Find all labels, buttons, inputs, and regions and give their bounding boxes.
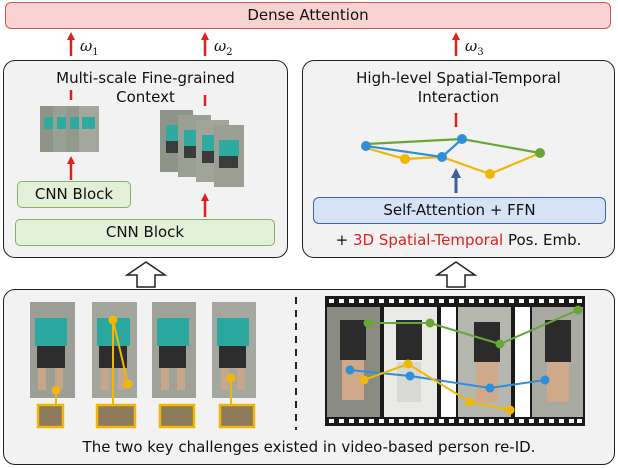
right-title-line1: High-level Spatial-Temporal	[356, 69, 561, 87]
self-attention-label: Self-Attention + FFN	[383, 201, 536, 219]
pos-emb-plus: +	[335, 231, 353, 249]
right-panel-title: High-level Spatial-Temporal Interaction	[302, 69, 615, 107]
left-title-line2: Context	[116, 88, 175, 106]
small-frame-stack	[40, 106, 99, 152]
omega-3-subscript: 3	[477, 47, 484, 58]
film-strip	[325, 296, 585, 426]
cnn-block-large: CNN Block	[15, 219, 275, 246]
pos-emb-rest: Pos. Emb.	[503, 231, 582, 249]
node-yellow-1	[400, 154, 410, 164]
self-attention-ffn-box: Self-Attention + FFN	[313, 197, 606, 224]
node-blue-3	[457, 134, 467, 144]
spatial-temporal-panel	[302, 60, 615, 258]
omega-3-symbol: ω	[465, 37, 478, 55]
tracking-lines	[345, 305, 583, 415]
dense-attention-box: Dense Attention	[5, 2, 611, 29]
node-blue-1	[361, 141, 371, 151]
person-crops-left	[30, 302, 256, 398]
right-title-line2: Interaction	[417, 88, 500, 106]
caption: The two key challenges existed in video-…	[3, 438, 615, 456]
cnn-block-small: CNN Block	[17, 181, 131, 208]
left-title-line1: Multi-scale Fine-grained	[56, 69, 235, 87]
omega-2-symbol: ω	[214, 37, 227, 55]
caption-text: The two key challenges existed in video-…	[82, 438, 536, 456]
hollow-arrow-right	[434, 261, 478, 288]
pos-emb-red-text: 3D Spatial-Temporal	[352, 231, 504, 249]
hollow-arrow-left	[124, 261, 168, 288]
interaction-graph	[361, 134, 545, 179]
position-embedding-label: + 3D Spatial-Temporal Pos. Emb.	[302, 231, 615, 249]
omega-1-symbol: ω	[80, 37, 93, 55]
cnn-block-small-label: CNN Block	[34, 185, 114, 203]
omega-2-subscript: 2	[226, 47, 233, 58]
omega-1-subscript: 1	[92, 47, 99, 58]
omega-3-label: ω3	[465, 37, 484, 58]
dense-attention-label: Dense Attention	[247, 6, 369, 24]
node-blue-2	[437, 152, 447, 162]
node-yellow-2	[485, 169, 495, 179]
graph-yellow-line	[365, 146, 541, 176]
large-frame-stack	[160, 110, 244, 187]
node-green-1	[535, 148, 545, 158]
cnn-block-large-label: CNN Block	[105, 223, 185, 241]
omega-2-label: ω2	[214, 37, 233, 58]
omega-1-label: ω1	[80, 37, 99, 58]
fine-grained-annotations	[36, 315, 256, 429]
left-panel-title: Multi-scale Fine-grained Context	[3, 69, 288, 107]
